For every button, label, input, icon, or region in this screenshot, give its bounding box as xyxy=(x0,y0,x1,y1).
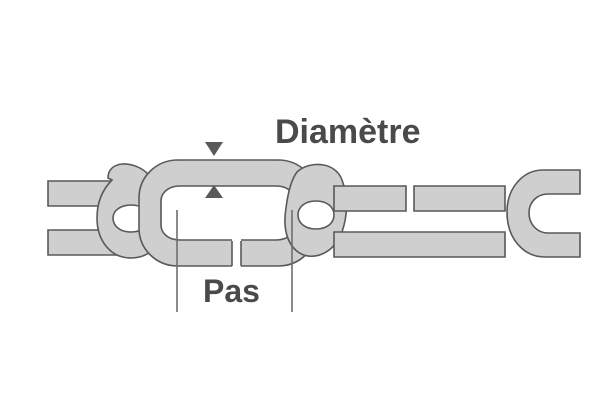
link-center-weld-gap xyxy=(232,239,241,268)
chain-link-right-horizontal xyxy=(333,185,506,258)
pitch-label: Pas xyxy=(203,273,260,309)
diameter-marker-top-triangle-icon xyxy=(205,142,223,156)
pitch-dimension xyxy=(176,210,293,312)
link-center-hole xyxy=(160,185,296,241)
link-right-top-bar-b xyxy=(413,185,506,212)
link-v2-hole xyxy=(297,200,335,230)
chain-link-vertical-2 xyxy=(284,163,348,257)
diameter-marker-bottom-triangle-icon xyxy=(205,185,223,198)
diameter-dimension xyxy=(205,142,223,198)
link-right-bottom-bar xyxy=(333,231,506,258)
link-v3-outer xyxy=(506,169,581,258)
diameter-label: Diamètre xyxy=(275,113,421,151)
link-right-top-bar-a xyxy=(333,185,407,212)
chain-link-vertical-3 xyxy=(506,169,581,258)
